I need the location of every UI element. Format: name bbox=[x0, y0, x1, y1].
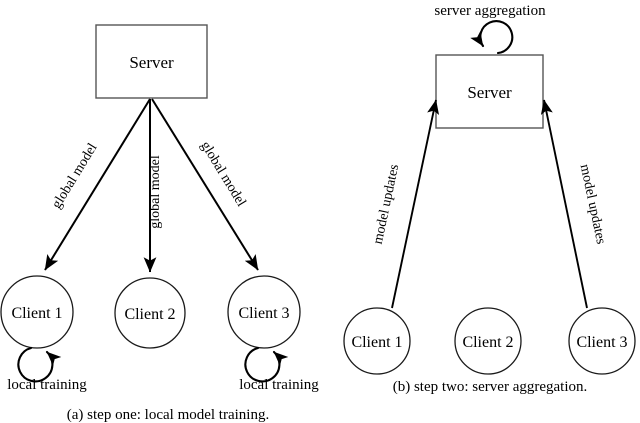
panel-a-client-2-node[interactable]: Client 2 bbox=[114, 277, 186, 349]
panel-a-edge-server-client1 bbox=[44, 98, 151, 271]
panel-b-client-2-circle[interactable] bbox=[454, 307, 522, 375]
panel-a-server-label: Server bbox=[129, 53, 174, 72]
panel-b-edge-label-client3: model updates bbox=[577, 163, 609, 246]
panel-b-client-3-node[interactable]: Client 3 bbox=[568, 307, 636, 375]
panel-b-title: server aggregation bbox=[434, 3, 546, 19]
panel-a-client-3-loop-label: local training bbox=[239, 377, 319, 393]
panel-a-client-1-node[interactable]: Client 1 bbox=[0, 275, 74, 349]
panel-a: Server global model global model global … bbox=[0, 24, 319, 423]
panel-a-client-3-node[interactable]: Client 3 bbox=[227, 275, 301, 349]
panel-b-client-1-node[interactable]: Client 1 bbox=[343, 307, 411, 375]
panel-a-edge-label-client1: global model bbox=[49, 141, 100, 212]
panel-b-client-3-label: Client 3 bbox=[576, 334, 627, 351]
panel-a-client-1-label: Client 1 bbox=[11, 305, 62, 322]
panel-a-edge-label-client2: global model bbox=[148, 155, 163, 229]
panel-a-client-1-circle[interactable] bbox=[0, 275, 74, 349]
panel-a-client-3-label: Client 3 bbox=[238, 305, 289, 322]
panel-b-server-rect[interactable] bbox=[435, 54, 544, 129]
panel-b-client-3-circle[interactable] bbox=[568, 307, 636, 375]
panel-b-client-1-label: Client 1 bbox=[351, 334, 402, 351]
panel-b-edge-client1-server bbox=[391, 99, 440, 309]
panel-b-caption: (b) step two: server aggregation. bbox=[393, 379, 588, 395]
panel-a-client-3-self-loop bbox=[244, 346, 289, 383]
panel-b-server-self-loop bbox=[470, 20, 514, 55]
panel-a-client-1-loop-label: local training bbox=[7, 377, 87, 393]
panel-a-edge-server-client3 bbox=[151, 98, 259, 271]
panel-b-edge-client3-server bbox=[540, 99, 588, 309]
panel-a-caption: (a) step one: local model training. bbox=[67, 407, 269, 423]
panel-a-client-2-label: Client 2 bbox=[124, 306, 175, 323]
panel-a-server-rect[interactable] bbox=[95, 24, 208, 99]
panel-b-server-label: Server bbox=[467, 83, 512, 102]
panel-a-server-node[interactable]: Server bbox=[95, 24, 208, 99]
panel-a-client-3-circle[interactable] bbox=[227, 275, 301, 349]
panel-a-client-1-self-loop bbox=[17, 346, 62, 383]
panel-b-client-1-circle[interactable] bbox=[343, 307, 411, 375]
panel-b: server aggregation Server model updates … bbox=[343, 3, 636, 395]
panel-b-server-node[interactable]: Server bbox=[435, 54, 544, 129]
panel-b-client-2-node[interactable]: Client 2 bbox=[454, 307, 522, 375]
panel-b-edge-label-client1: model updates bbox=[371, 163, 403, 246]
panel-a-client-2-circle[interactable] bbox=[114, 277, 186, 349]
panel-a-edge-label-client3: global model bbox=[197, 139, 248, 210]
panel-b-client-2-label: Client 2 bbox=[462, 334, 513, 351]
